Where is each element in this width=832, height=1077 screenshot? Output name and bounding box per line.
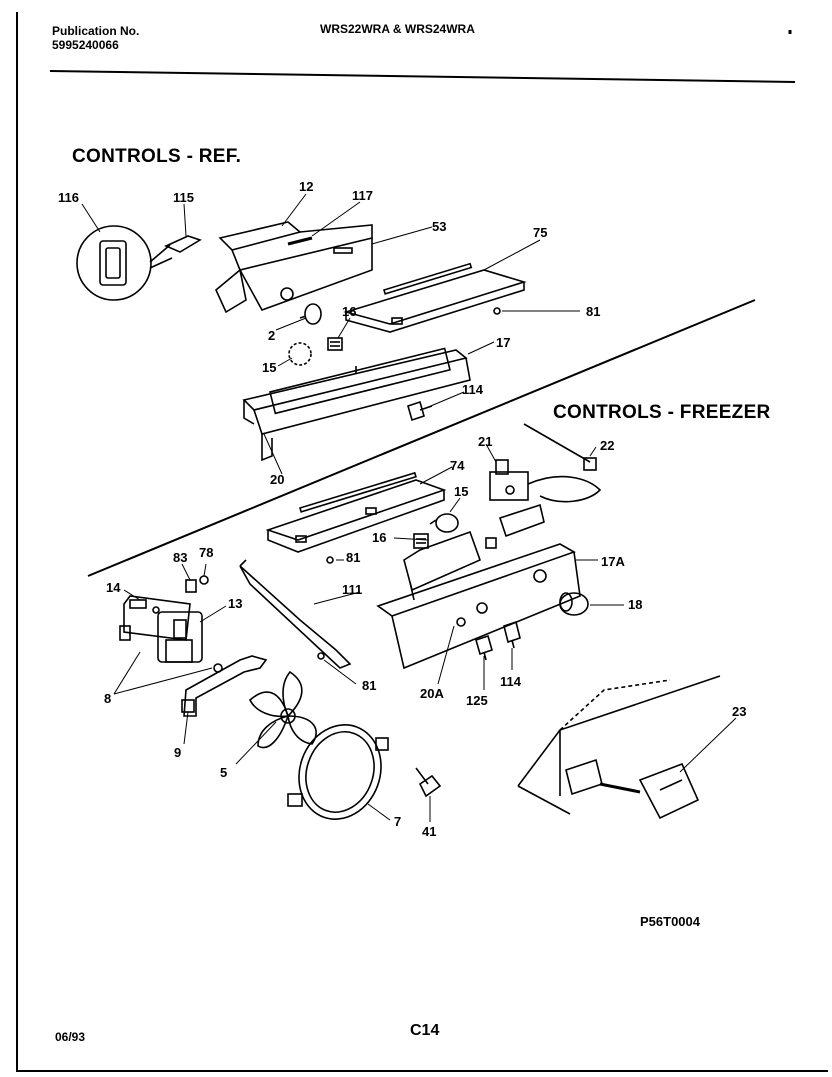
callout-78: 78 bbox=[199, 545, 213, 560]
callout-16-freezer: 16 bbox=[372, 530, 386, 545]
callout-9: 9 bbox=[174, 745, 181, 760]
callout-20: 20 bbox=[270, 472, 284, 487]
header-rule bbox=[49, 70, 796, 83]
callout-83: 83 bbox=[173, 550, 187, 565]
part-2-knob bbox=[299, 303, 322, 325]
part-5-fan-blade bbox=[249, 670, 317, 749]
part-13-motor bbox=[157, 611, 203, 663]
page-border bbox=[16, 12, 828, 1072]
callout-20A: 20A bbox=[420, 686, 444, 701]
callout-22: 22 bbox=[600, 438, 614, 453]
part-17-frame bbox=[242, 347, 471, 462]
callout-21: 21 bbox=[478, 434, 492, 449]
part-7-shroud bbox=[287, 724, 389, 820]
page-code: C14 bbox=[410, 1022, 440, 1039]
part-14-bracket bbox=[119, 595, 191, 641]
callout-18: 18 bbox=[628, 597, 642, 612]
callout-2: 2 bbox=[268, 328, 275, 343]
part-125-screw bbox=[475, 634, 493, 661]
part-21-thermostat bbox=[489, 459, 602, 503]
part-111-harness bbox=[239, 559, 352, 669]
callout-81-freezer-a: 81 bbox=[346, 550, 360, 565]
callout-17: 17 bbox=[496, 335, 510, 350]
publication-number: 5995240066 bbox=[52, 38, 119, 52]
part-75-plate bbox=[343, 262, 527, 333]
callout-17A: 17A bbox=[601, 554, 625, 569]
part-18-knob bbox=[559, 592, 589, 616]
model-title: WRS22WRA & WRS24WRA bbox=[320, 22, 475, 36]
callout-81-ref: 81 bbox=[586, 304, 600, 319]
part-53-housing bbox=[164, 221, 373, 314]
part-16-socket-freezer bbox=[413, 533, 429, 549]
part-83-clip bbox=[185, 579, 197, 593]
diagram-code: P56T0004 bbox=[640, 914, 700, 929]
callout-23: 23 bbox=[732, 704, 746, 719]
callout-114-freezer: 114 bbox=[500, 674, 522, 689]
callout-14: 14 bbox=[106, 580, 121, 595]
part-74-plate bbox=[265, 471, 447, 553]
callout-74: 74 bbox=[450, 458, 465, 473]
callout-12: 12 bbox=[299, 179, 313, 194]
callout-16-ref: 16 bbox=[342, 304, 356, 319]
callout-53: 53 bbox=[432, 219, 446, 234]
callout-125: 125 bbox=[466, 693, 488, 708]
callout-15-ref: 15 bbox=[262, 360, 276, 375]
publication-label: Publication No. bbox=[52, 24, 140, 38]
part-116-detail bbox=[76, 225, 173, 301]
part-15-bulb bbox=[288, 342, 312, 366]
freezer-controls-title: CONTROLS - FREEZER bbox=[553, 402, 771, 423]
callout-8: 8 bbox=[104, 691, 111, 706]
screw-81-freezer-b bbox=[317, 652, 325, 660]
ref-controls-title: CONTROLS - REF. bbox=[72, 146, 242, 167]
callout-114-ref: 114 bbox=[462, 382, 484, 397]
part-16-socket bbox=[327, 337, 343, 351]
section-divider bbox=[87, 299, 756, 577]
callout-5: 5 bbox=[220, 765, 227, 780]
part-114-screw-freezer bbox=[503, 620, 521, 649]
callout-15-freezer: 15 bbox=[454, 484, 468, 499]
callout-13: 13 bbox=[228, 596, 242, 611]
leader-lines bbox=[81, 193, 737, 822]
callout-75: 75 bbox=[533, 225, 547, 240]
callout-116: 116 bbox=[58, 190, 79, 205]
callout-111: 111 bbox=[342, 582, 362, 597]
part-17A-housing bbox=[376, 503, 581, 670]
callout-115: 115 bbox=[173, 190, 194, 205]
part-9-bracket bbox=[181, 655, 268, 717]
callout-117: 117 bbox=[352, 188, 373, 203]
part-23-insert bbox=[517, 675, 721, 820]
callout-41: 41 bbox=[422, 824, 436, 839]
screw-81-ref bbox=[493, 307, 501, 315]
screw-81-freezer-a bbox=[326, 556, 334, 564]
part-114-screw-ref bbox=[407, 400, 433, 422]
part-22-capillary bbox=[523, 423, 597, 471]
callout-81-freezer-b: 81 bbox=[362, 678, 376, 693]
part-15-bulb-freezer bbox=[429, 513, 459, 533]
part-78-spring bbox=[199, 575, 209, 585]
callout-7: 7 bbox=[394, 814, 401, 829]
part-41-screw bbox=[415, 767, 442, 798]
revision-date: 06/93 bbox=[55, 1030, 86, 1044]
